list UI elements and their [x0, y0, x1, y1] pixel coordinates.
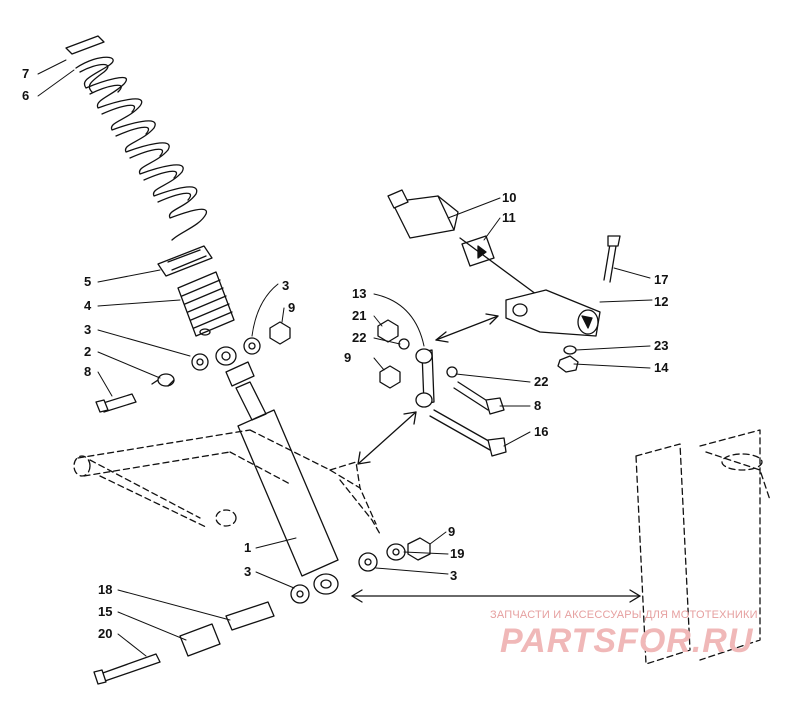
callout-3a: 3 — [84, 322, 91, 337]
bolt-20 — [99, 653, 161, 683]
callout-9b: 9 — [344, 350, 351, 365]
callout-4: 4 — [84, 298, 92, 313]
coil-spring — [75, 56, 207, 241]
callout-8a: 8 — [84, 364, 91, 379]
spacer-19 — [386, 543, 406, 561]
callout-10: 10 — [502, 190, 516, 205]
callout-1: 1 — [244, 540, 251, 555]
washer-3b — [243, 337, 261, 355]
sleeve-15 — [179, 623, 221, 657]
washer-22b — [446, 366, 458, 378]
callout-21: 21 — [352, 308, 366, 323]
washer-3d — [290, 584, 310, 604]
callout-15: 15 — [98, 604, 112, 619]
callout-labels: 7 6 5 4 3 2 8 3 9 1 3 18 15 20 3 19 9 10… — [22, 66, 669, 641]
callout-6: 6 — [22, 88, 29, 103]
bolt-8b — [453, 381, 493, 411]
callout-19: 19 — [450, 546, 464, 561]
washer-3c — [358, 552, 378, 572]
washer-3a — [191, 353, 209, 371]
callout-20: 20 — [98, 626, 112, 641]
frame-dashed — [73, 429, 771, 665]
bushing-2 — [157, 373, 175, 387]
callout-13: 13 — [352, 286, 366, 301]
callout-22b: 22 — [534, 374, 548, 389]
bolt-17 — [603, 243, 617, 283]
callout-3c: 3 — [244, 564, 251, 579]
assembly-arrows — [351, 313, 641, 603]
callout-16: 16 — [534, 424, 548, 439]
callout-14: 14 — [654, 360, 669, 375]
callout-18: 18 — [98, 582, 112, 597]
leader-lines — [37, 59, 653, 657]
nut-21 — [377, 319, 399, 343]
nut-14 — [557, 355, 579, 373]
spring-cap — [65, 35, 105, 55]
washer-23 — [563, 345, 577, 355]
watermark-tagline: ЗАПЧАСТИ И АКСЕССУАРЫ ДЛЯ МОТОТЕХНИКИ — [490, 609, 758, 621]
sleeve-18 — [225, 601, 275, 631]
coil-spring-inner — [79, 63, 191, 203]
watermark-logo: PARTSFOR.RU — [500, 622, 754, 660]
callout-12: 12 — [654, 294, 668, 309]
callout-3b: 3 — [282, 278, 289, 293]
callout-23: 23 — [654, 338, 668, 353]
callout-8b: 8 — [534, 398, 541, 413]
nut-9c — [407, 537, 431, 561]
callout-11: 11 — [502, 210, 516, 225]
bolt-16 — [429, 409, 495, 451]
callout-17: 17 — [654, 272, 668, 287]
spring-seat — [157, 245, 213, 277]
nut-9b — [379, 365, 401, 389]
shock-absorber-body — [237, 409, 339, 577]
callout-7: 7 — [22, 66, 29, 81]
callout-2: 2 — [84, 344, 91, 359]
callout-9a: 9 — [288, 300, 295, 315]
callout-5: 5 — [84, 274, 91, 289]
callout-3d: 3 — [450, 568, 457, 583]
arm-12 — [505, 289, 601, 337]
callout-9c: 9 — [448, 524, 455, 539]
nut-9a — [269, 321, 291, 345]
callout-22a: 22 — [352, 330, 366, 345]
